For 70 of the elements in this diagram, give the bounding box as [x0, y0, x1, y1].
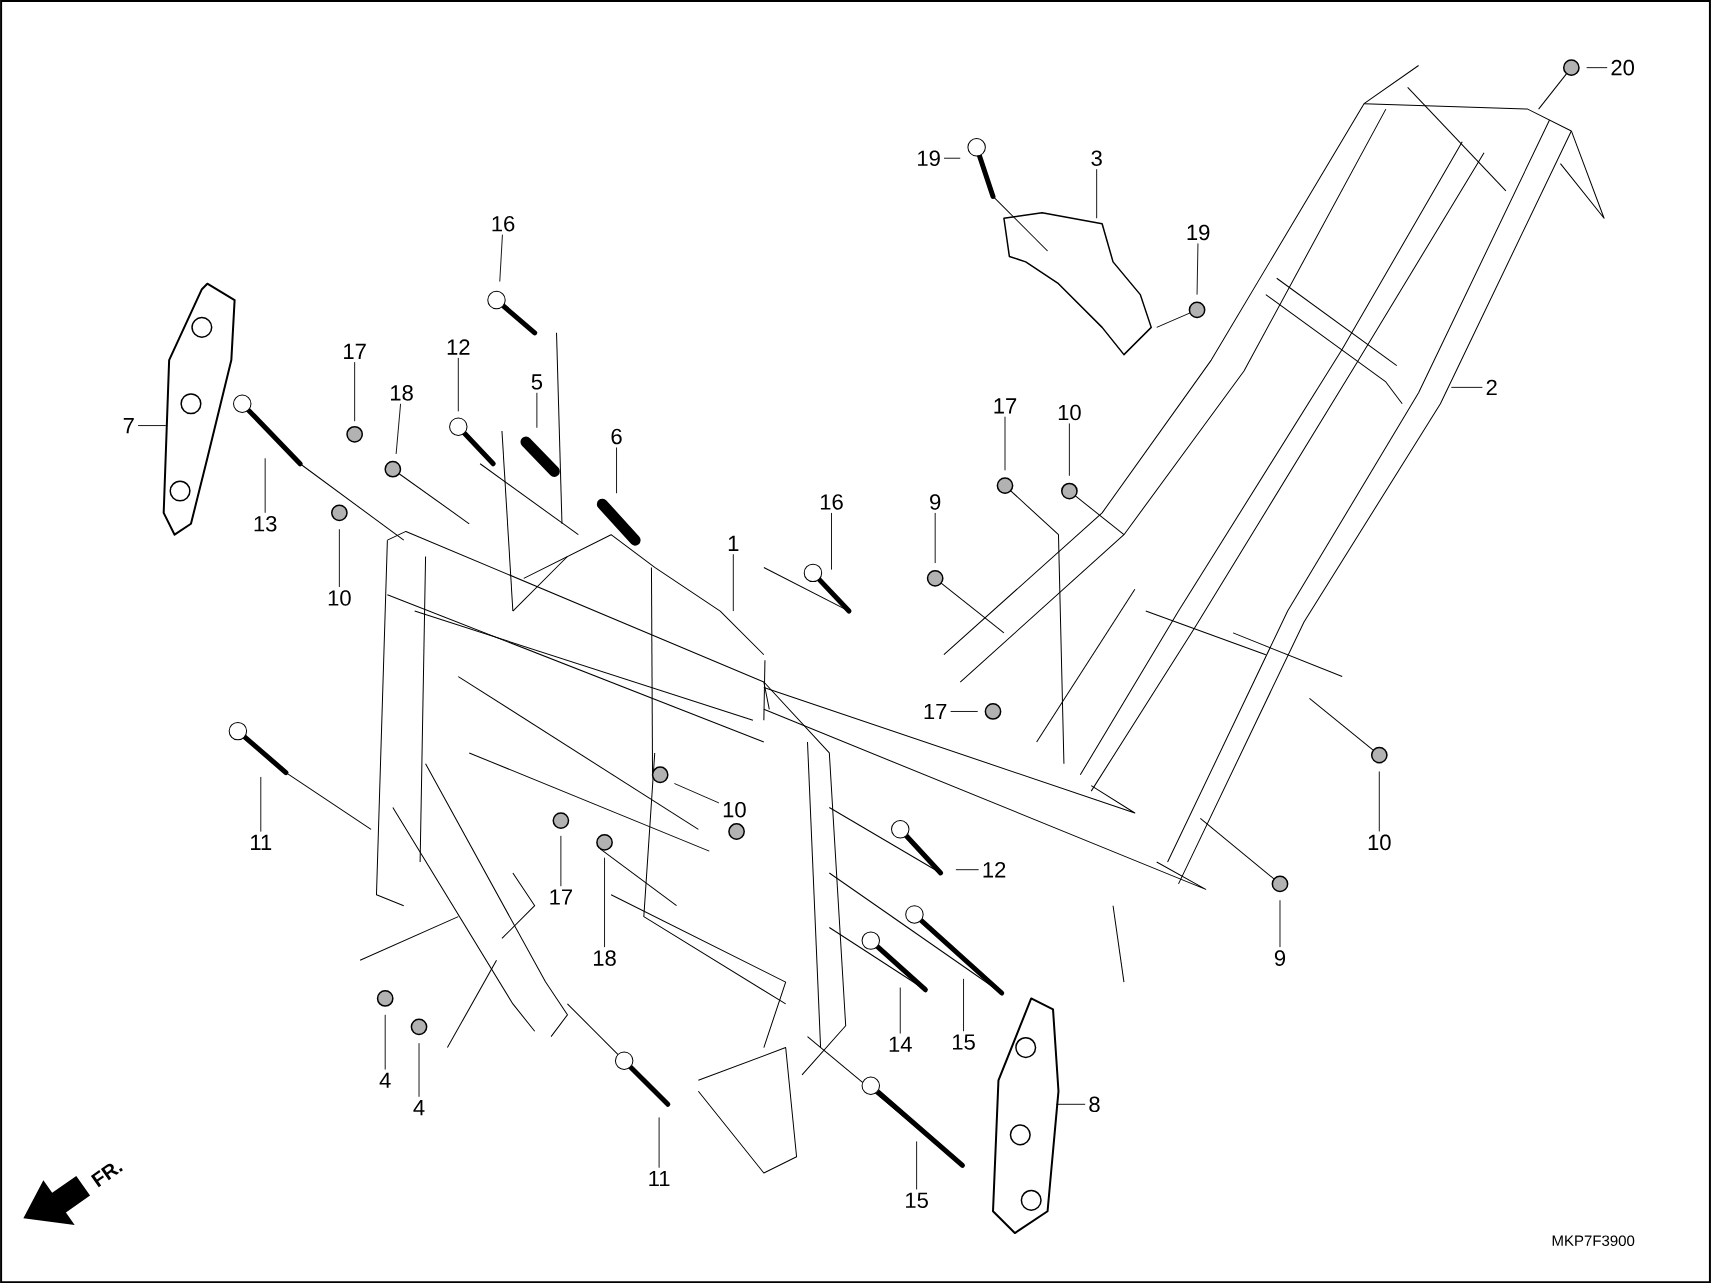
leader-line	[560, 835, 562, 887]
callout-number: 15	[953, 1034, 975, 1050]
callout-number: 10	[1058, 404, 1081, 421]
leader-line	[604, 857, 605, 948]
leader-line	[1068, 422, 1070, 477]
callout-number: 17	[994, 398, 1017, 414]
callout-number: 4	[379, 1072, 391, 1088]
callout-number: 10	[1368, 834, 1391, 851]
leader-line	[137, 425, 167, 426]
callout-number: 12	[983, 861, 1006, 878]
leader-line	[963, 978, 964, 1032]
callout-number: 9	[930, 494, 941, 510]
leader-line	[1196, 242, 1199, 295]
leader-line	[1004, 416, 1006, 471]
leader-line	[673, 782, 720, 804]
leader-line	[354, 361, 356, 422]
callout-number: 2	[1486, 379, 1497, 395]
leader-line	[338, 528, 340, 588]
callout-number: 20	[1611, 59, 1634, 76]
leader-line	[418, 1042, 420, 1098]
callout-number: 11	[251, 834, 272, 850]
leader-line	[831, 512, 832, 570]
callout-number: 6	[611, 428, 622, 445]
callout-number: 1	[728, 535, 739, 551]
callout-number: 17	[924, 703, 947, 719]
callout-number: 13	[254, 515, 277, 532]
callout-number: 7	[123, 417, 134, 433]
leader-line	[536, 392, 538, 429]
leader-line	[899, 986, 901, 1034]
callout-number: 12	[447, 339, 470, 355]
callout-number: 17	[550, 889, 572, 905]
callout-number: 18	[391, 384, 413, 401]
leader-line	[1096, 168, 1098, 219]
callout-number: 15	[906, 1192, 928, 1208]
leader-line	[1378, 770, 1380, 832]
callout-number: 16	[492, 215, 515, 232]
callout-number: 16	[820, 494, 843, 510]
leader-line	[934, 512, 936, 564]
leader-line	[943, 157, 961, 159]
callout-number: 17	[344, 343, 366, 359]
leader-line	[499, 234, 503, 282]
callout-number: 19	[918, 150, 940, 166]
leader-line	[1450, 386, 1483, 388]
leader-line	[955, 869, 980, 871]
leader-line	[457, 357, 459, 412]
callout-number: 4	[413, 1099, 425, 1115]
callout-number: 19	[1187, 224, 1210, 241]
leader-line	[1055, 1103, 1086, 1105]
leader-line	[616, 446, 617, 494]
callout-number: 3	[1091, 150, 1102, 166]
callout-number: 9	[1274, 950, 1286, 966]
callout-number: 5	[531, 374, 543, 390]
leader-line	[264, 457, 266, 514]
direction-label: FR.	[90, 1163, 123, 1188]
leader-line	[658, 1116, 660, 1169]
leader-line	[260, 776, 262, 832]
callout-number: 8	[1089, 1096, 1100, 1112]
callout-number: 10	[328, 590, 351, 606]
leader-line	[384, 1014, 386, 1070]
leader-line	[916, 1140, 918, 1190]
callout-number: 14	[889, 1036, 912, 1052]
leader-line	[1279, 899, 1281, 948]
diagram-code: MKP7F3900	[1552, 1235, 1635, 1246]
callout-number: 11	[649, 1170, 670, 1186]
leader-line	[732, 553, 734, 612]
callout-number: 18	[594, 950, 616, 966]
leader-line	[395, 403, 402, 455]
leader-line	[1586, 67, 1608, 68]
callout-number: 10	[723, 801, 746, 818]
leader-line	[950, 710, 979, 712]
